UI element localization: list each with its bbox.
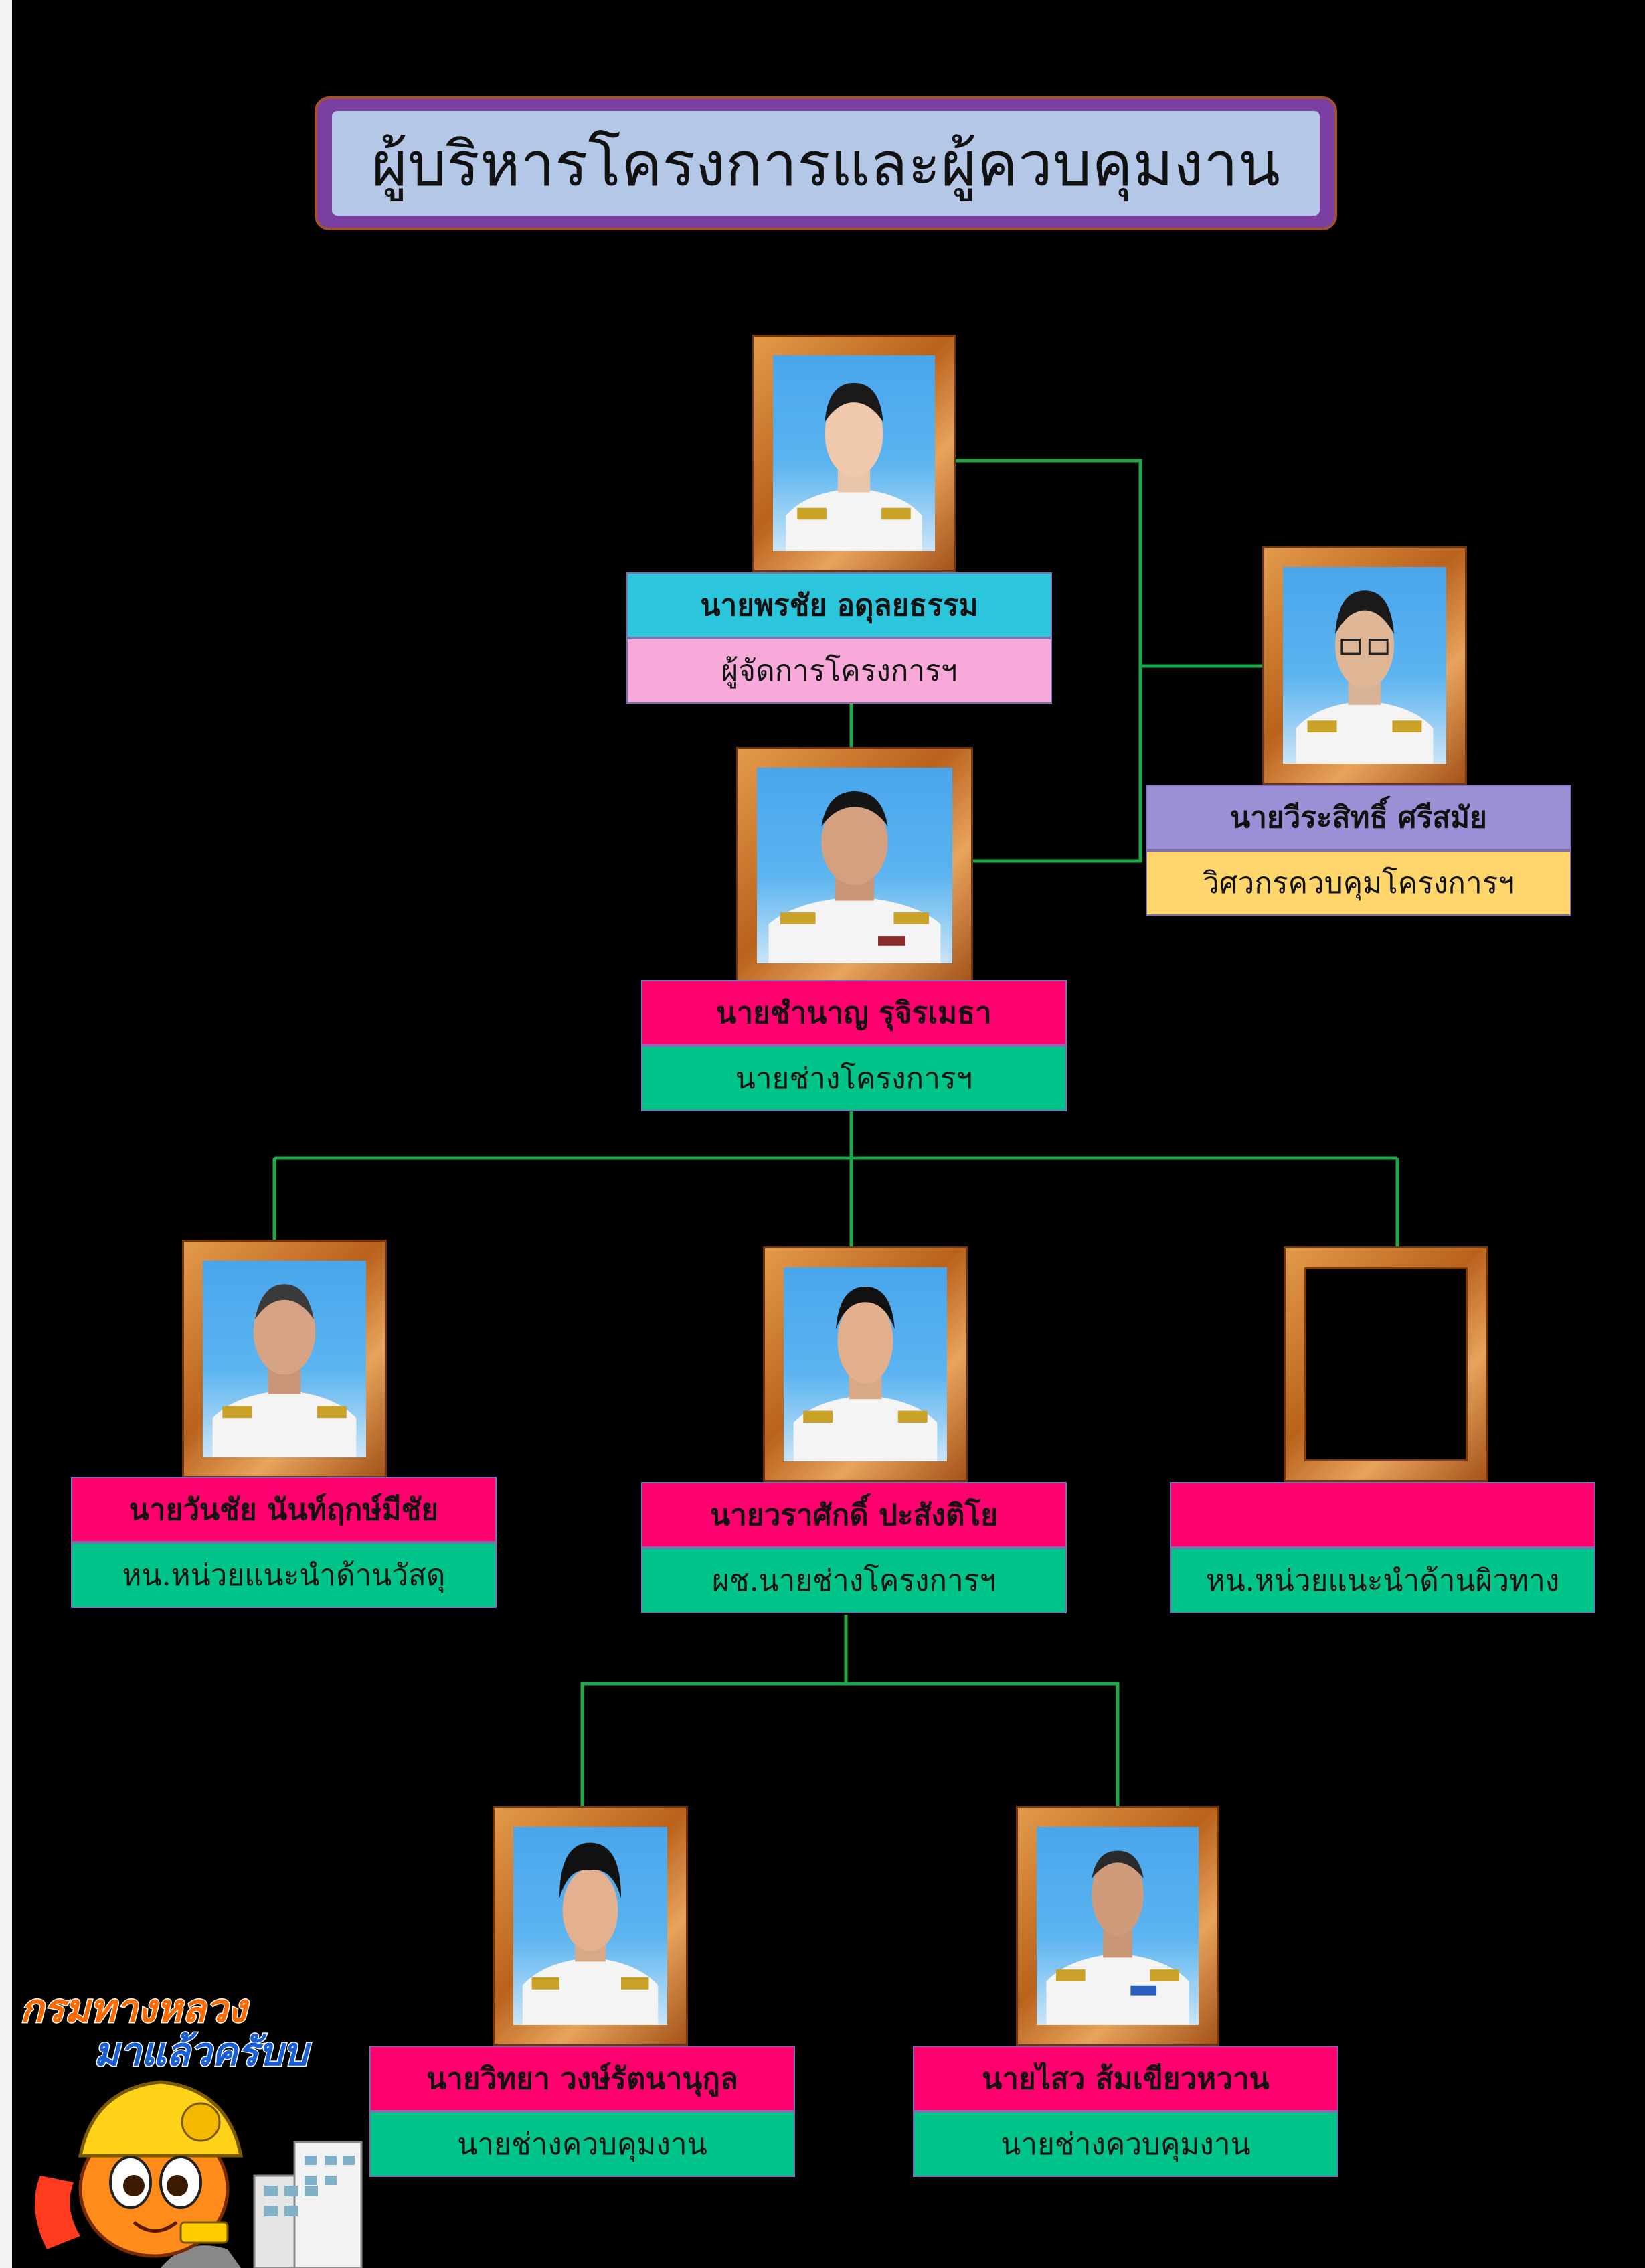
mascot-icon bbox=[35, 2080, 244, 2258]
building-icon bbox=[253, 2141, 363, 2268]
logo-text-line2: มาแล้วครับบ bbox=[94, 2029, 311, 2075]
page-edge bbox=[0, 0, 12, 2268]
control2-photo-frame bbox=[1016, 1806, 1219, 2046]
person-photo-icon bbox=[1296, 590, 1434, 764]
control1-role-box: นายช่างควบคุมงาน bbox=[369, 2111, 795, 2177]
surface-role-box: หน.หน่วยแนะนำด้านผิวทาง bbox=[1170, 1548, 1595, 1613]
manager-role-box: ผู้จัดการโครงการฯ bbox=[626, 638, 1052, 704]
surface-photo-frame bbox=[1284, 1246, 1488, 1482]
surface-name-box bbox=[1170, 1482, 1595, 1548]
control1-photo bbox=[513, 1827, 667, 2025]
logo-text-line1: กรมทางหลวง bbox=[20, 1986, 250, 2031]
engineer-role-box: นายช่างโครงการฯ bbox=[641, 1046, 1067, 1111]
supervisor-name-box: นายวีระสิทธิ์ ศรีสมัย bbox=[1146, 785, 1571, 850]
materials-role-box: หน.หน่วยแนะนำด้านวัสดุ bbox=[71, 1542, 497, 1608]
person-photo-icon bbox=[793, 1287, 938, 1461]
control1-photo-frame bbox=[493, 1806, 688, 2046]
assistant-photo bbox=[784, 1267, 947, 1461]
connector-manager-supervisor bbox=[956, 459, 1142, 863]
person-photo-icon bbox=[1046, 1850, 1189, 2025]
supervisor-role-box: วิศวกรควบคุมโครงการฯ bbox=[1146, 850, 1571, 916]
control2-photo bbox=[1037, 1827, 1199, 2025]
supervisor-photo bbox=[1283, 567, 1446, 764]
manager-photo bbox=[773, 355, 935, 551]
control2-role-box: นายช่างควบคุมงาน bbox=[913, 2111, 1338, 2177]
engineer-photo-frame bbox=[736, 747, 973, 984]
manager-name-box: นายพรชัย อดุลยธรรม bbox=[626, 572, 1052, 638]
person-photo-icon bbox=[212, 1284, 357, 1457]
connector-lines bbox=[272, 459, 1399, 1806]
control2-name-box: นายไสว ส้มเขียวหวาน bbox=[913, 2046, 1338, 2111]
page-title: ผู้บริหารโครงการและผู้ควบคุมงาน bbox=[332, 111, 1320, 216]
assistant-photo-frame bbox=[763, 1246, 968, 1482]
engineer-name-box: นายชำนาญ รุจิรเมธา bbox=[641, 980, 1067, 1046]
control1-name-box: นายวิทยา วงษ์รัตนานุกูล bbox=[369, 2046, 795, 2111]
manager-photo-frame bbox=[752, 335, 956, 572]
materials-name-box: นายวันชัย นันท์ฤกษ์มีชัย bbox=[71, 1477, 497, 1542]
supervisor-photo-frame bbox=[1262, 546, 1467, 785]
person-photo-icon bbox=[768, 791, 941, 963]
person-photo-icon bbox=[522, 1842, 659, 2025]
engineer-photo bbox=[757, 768, 952, 963]
connector-bottom-bus bbox=[580, 1682, 1120, 1806]
materials-photo bbox=[203, 1261, 366, 1457]
title-banner: ผู้บริหารโครงการและผู้ควบคุมงาน bbox=[315, 96, 1337, 230]
materials-photo-frame bbox=[182, 1240, 387, 1478]
surface-photo-empty bbox=[1304, 1267, 1468, 1461]
assistant-name-box: นายวราศักดิ์ ปะสังติโย bbox=[641, 1482, 1067, 1548]
assistant-role-box: ผช.นายช่างโครงการฯ bbox=[641, 1548, 1067, 1613]
mascot-logo: กรมทางหลวง มาแล้วครับบ bbox=[19, 1985, 363, 2268]
org-chart: ผู้บริหารโครงการและผู้ควบคุมงาน bbox=[12, 0, 1645, 2268]
person-photo-icon bbox=[786, 382, 922, 551]
